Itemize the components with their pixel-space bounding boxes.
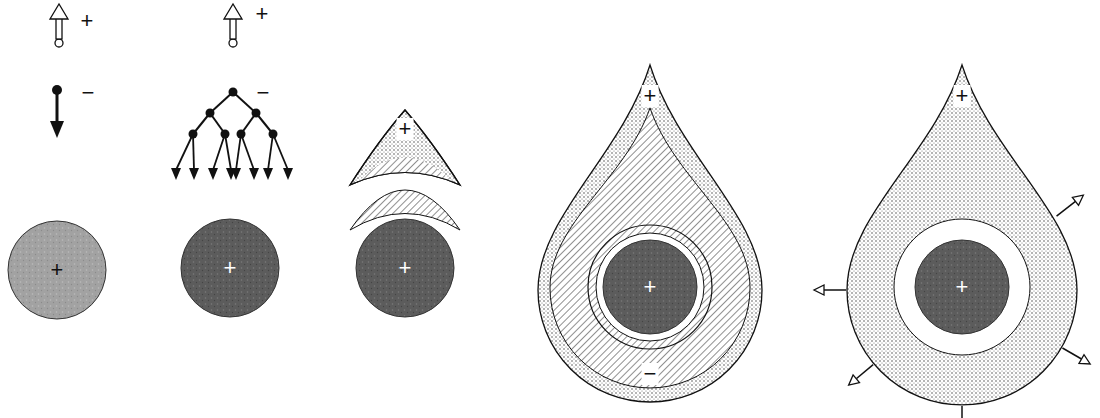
polarized-drop: + − + — [535, 60, 765, 405]
ion-core: + — [355, 218, 455, 318]
electron-dot — [237, 130, 246, 139]
tree-part — [241, 134, 254, 170]
charge-sign: + — [954, 276, 971, 298]
charge-sign: + — [642, 85, 659, 107]
tree-part — [273, 134, 288, 170]
charge-sign: + — [397, 257, 414, 279]
tree-part — [268, 134, 273, 170]
arrowhead — [249, 168, 259, 180]
polarized-drop-outline — [535, 60, 765, 405]
tree-part — [236, 134, 241, 170]
ion-core: + — [602, 239, 698, 335]
charged-drop: ++ — [847, 60, 1077, 405]
charge-sign: + — [49, 259, 66, 281]
tree-part — [225, 134, 231, 170]
tree-part — [176, 134, 193, 170]
tree-part — [210, 92, 233, 113]
charge-sign: + — [81, 10, 94, 32]
tree-part — [233, 92, 256, 113]
charge-cloud: + — [345, 105, 465, 190]
charged-drop-outline — [847, 60, 1077, 405]
electron-dot — [229, 88, 238, 97]
charge-sign: − — [642, 363, 659, 385]
arrowhead — [263, 168, 273, 180]
charge-sign: + — [642, 276, 659, 298]
ion-core: + — [914, 239, 1010, 335]
charge-sign: + — [222, 257, 239, 279]
arrowhead — [171, 168, 181, 180]
electron-dot — [252, 109, 261, 118]
charge-sign: + — [397, 118, 414, 140]
tree-part — [193, 134, 194, 170]
arrowhead — [283, 168, 293, 180]
arrowhead — [231, 168, 241, 180]
ion-core: + — [180, 218, 280, 318]
electron-dot — [221, 130, 230, 139]
electron-avalanche-tree — [171, 88, 293, 181]
positive-arrow — [50, 4, 68, 47]
charge-sign: − — [82, 82, 95, 104]
tree-part — [213, 134, 225, 170]
electron-dot — [269, 130, 278, 139]
ion-core: + — [7, 220, 107, 320]
positive-arrow — [224, 4, 242, 47]
electron-arrow — [50, 85, 64, 138]
arrowhead — [208, 168, 218, 180]
electron-dot — [189, 130, 198, 139]
charge-sign: + — [256, 3, 269, 25]
charge-sign: + — [954, 85, 971, 107]
charge-sign: − — [257, 82, 270, 104]
arrowhead — [189, 168, 199, 180]
electron-dot — [206, 109, 215, 118]
